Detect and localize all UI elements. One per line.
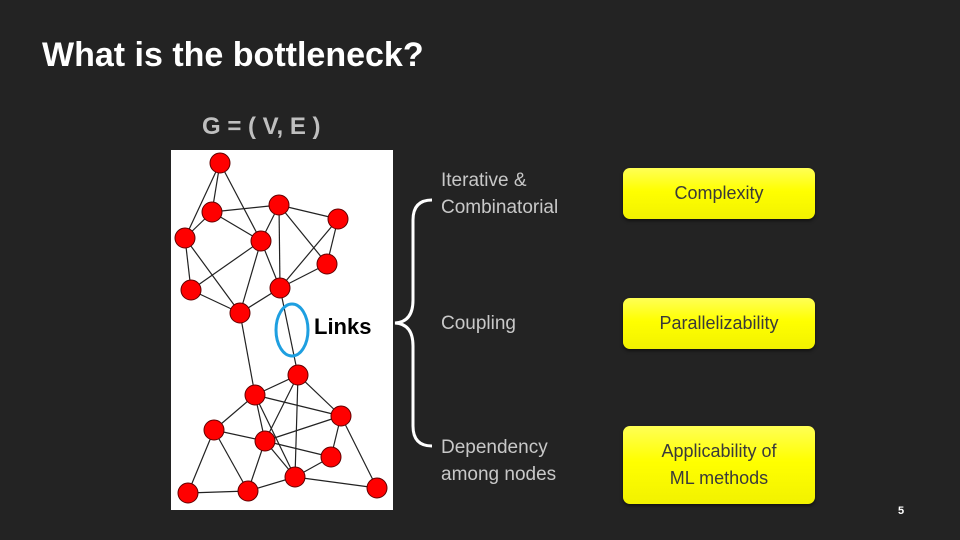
- graph-node: [268, 194, 290, 216]
- graph-formula: G = ( V, E ): [202, 113, 321, 140]
- graph-node: [177, 482, 199, 504]
- graph-node: [366, 477, 388, 499]
- parallelizability-box: Parallelizability: [623, 298, 815, 349]
- graph-edge: [278, 204, 328, 265]
- graph-edge: [190, 240, 262, 291]
- graph-edge: [294, 374, 299, 478]
- curly-brace: [394, 198, 433, 448]
- graph-node: [229, 302, 251, 324]
- graph-edge: [187, 429, 215, 494]
- page-number: 5: [898, 505, 905, 517]
- graph-edge: [264, 374, 299, 442]
- graph-node: [203, 419, 225, 441]
- graph-node: [287, 364, 309, 386]
- graph-node: [320, 446, 342, 468]
- graph-edge: [278, 204, 281, 289]
- aspect-coupling: Coupling: [441, 313, 516, 334]
- graph-edge: [264, 440, 332, 458]
- graph-node: [330, 405, 352, 427]
- graph-edge: [279, 287, 299, 376]
- slide-title: What is the bottleneck?: [42, 36, 424, 74]
- graph-nodes: [174, 152, 388, 504]
- graph-node: [327, 208, 349, 230]
- graph-node: [254, 430, 276, 452]
- graph-node: [316, 253, 338, 275]
- aspect-iterative: Iterative & Combinatorial: [441, 170, 559, 218]
- graph-edge: [211, 204, 280, 213]
- graph-edge: [239, 240, 262, 314]
- graph-node: [237, 480, 259, 502]
- links-label: Links: [314, 314, 371, 339]
- graph-node: [269, 277, 291, 299]
- graph-node: [244, 384, 266, 406]
- graph-node: [180, 279, 202, 301]
- graph-edge: [294, 476, 378, 489]
- graph-edge: [340, 415, 378, 489]
- graph-edge: [254, 394, 342, 417]
- links-highlight-ellipse: [274, 302, 310, 358]
- applicability-box: Applicability of ML methods: [623, 426, 815, 504]
- graph-node: [284, 466, 306, 488]
- graph-edge: [239, 312, 256, 396]
- graph-node: [174, 227, 196, 249]
- graph-edge: [279, 218, 339, 289]
- graph-node: [250, 230, 272, 252]
- graph-edge: [264, 415, 342, 442]
- aspect-dependency: Dependency among nodes: [441, 437, 557, 485]
- graph-edge: [213, 429, 249, 492]
- graph-edge: [184, 162, 221, 239]
- graph-node: [201, 201, 223, 223]
- graph-edge: [219, 162, 262, 242]
- graph-edge: [254, 394, 296, 478]
- complexity-box: Complexity: [623, 168, 815, 219]
- graph-node: [209, 152, 231, 174]
